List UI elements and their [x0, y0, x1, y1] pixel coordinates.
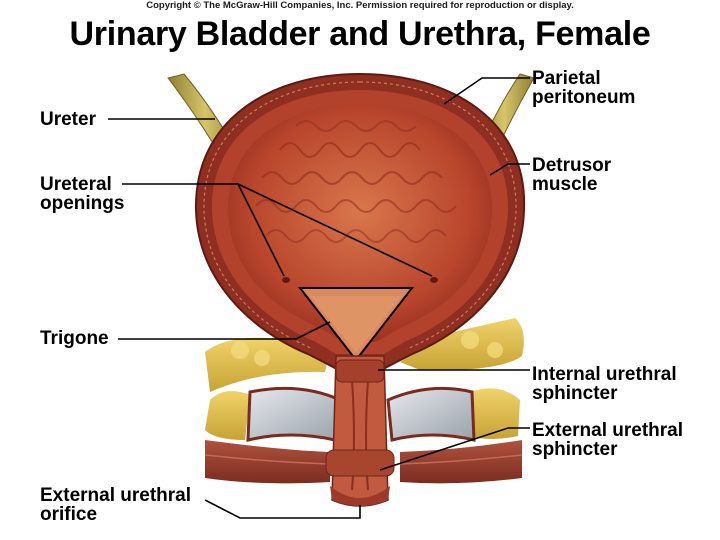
label-internal-urethral-sphincter: Internal urethral sphincter: [532, 364, 677, 404]
page-title: Urinary Bladder and Urethra, Female: [69, 15, 651, 53]
urethra: [325, 355, 395, 507]
internal-sphincter-band: [335, 359, 385, 383]
ureteral-openings: [282, 277, 438, 283]
leader-external-urethral-sphincter: [379, 427, 530, 471]
label-parietal-peritoneum: Parietal peritoneum: [532, 68, 636, 108]
leader-ureteral-openings: [122, 183, 433, 277]
bladder-lumen: [227, 104, 493, 342]
leader-trigone: [118, 321, 331, 340]
label-detrusor-muscle: Detrusor muscle: [532, 155, 612, 195]
trigone-region: [297, 287, 415, 362]
label-ureteral-openings: Ureteral openings: [40, 174, 125, 214]
copyright-notice: Copyright © The McGraw-Hill Companies, I…: [146, 0, 574, 11]
label-external-urethral-orifice: External urethral orifice: [40, 485, 191, 525]
label-ureter: Ureter: [40, 109, 96, 130]
label-trigone: Trigone: [40, 328, 109, 349]
leader-external-urethral-orifice: [204, 499, 361, 519]
ligaments: [246, 386, 476, 442]
pelvic-floor-muscle: [204, 440, 523, 484]
external-sphincter-band: [325, 449, 395, 477]
perivesical-fat: [205, 318, 524, 440]
leader-detrusor-muscle: [489, 163, 530, 176]
leader-lines: [108, 77, 530, 519]
leader-parietal-peritoneum: [443, 77, 530, 105]
label-external-urethral-sphincter: External urethral sphincter: [532, 420, 683, 460]
